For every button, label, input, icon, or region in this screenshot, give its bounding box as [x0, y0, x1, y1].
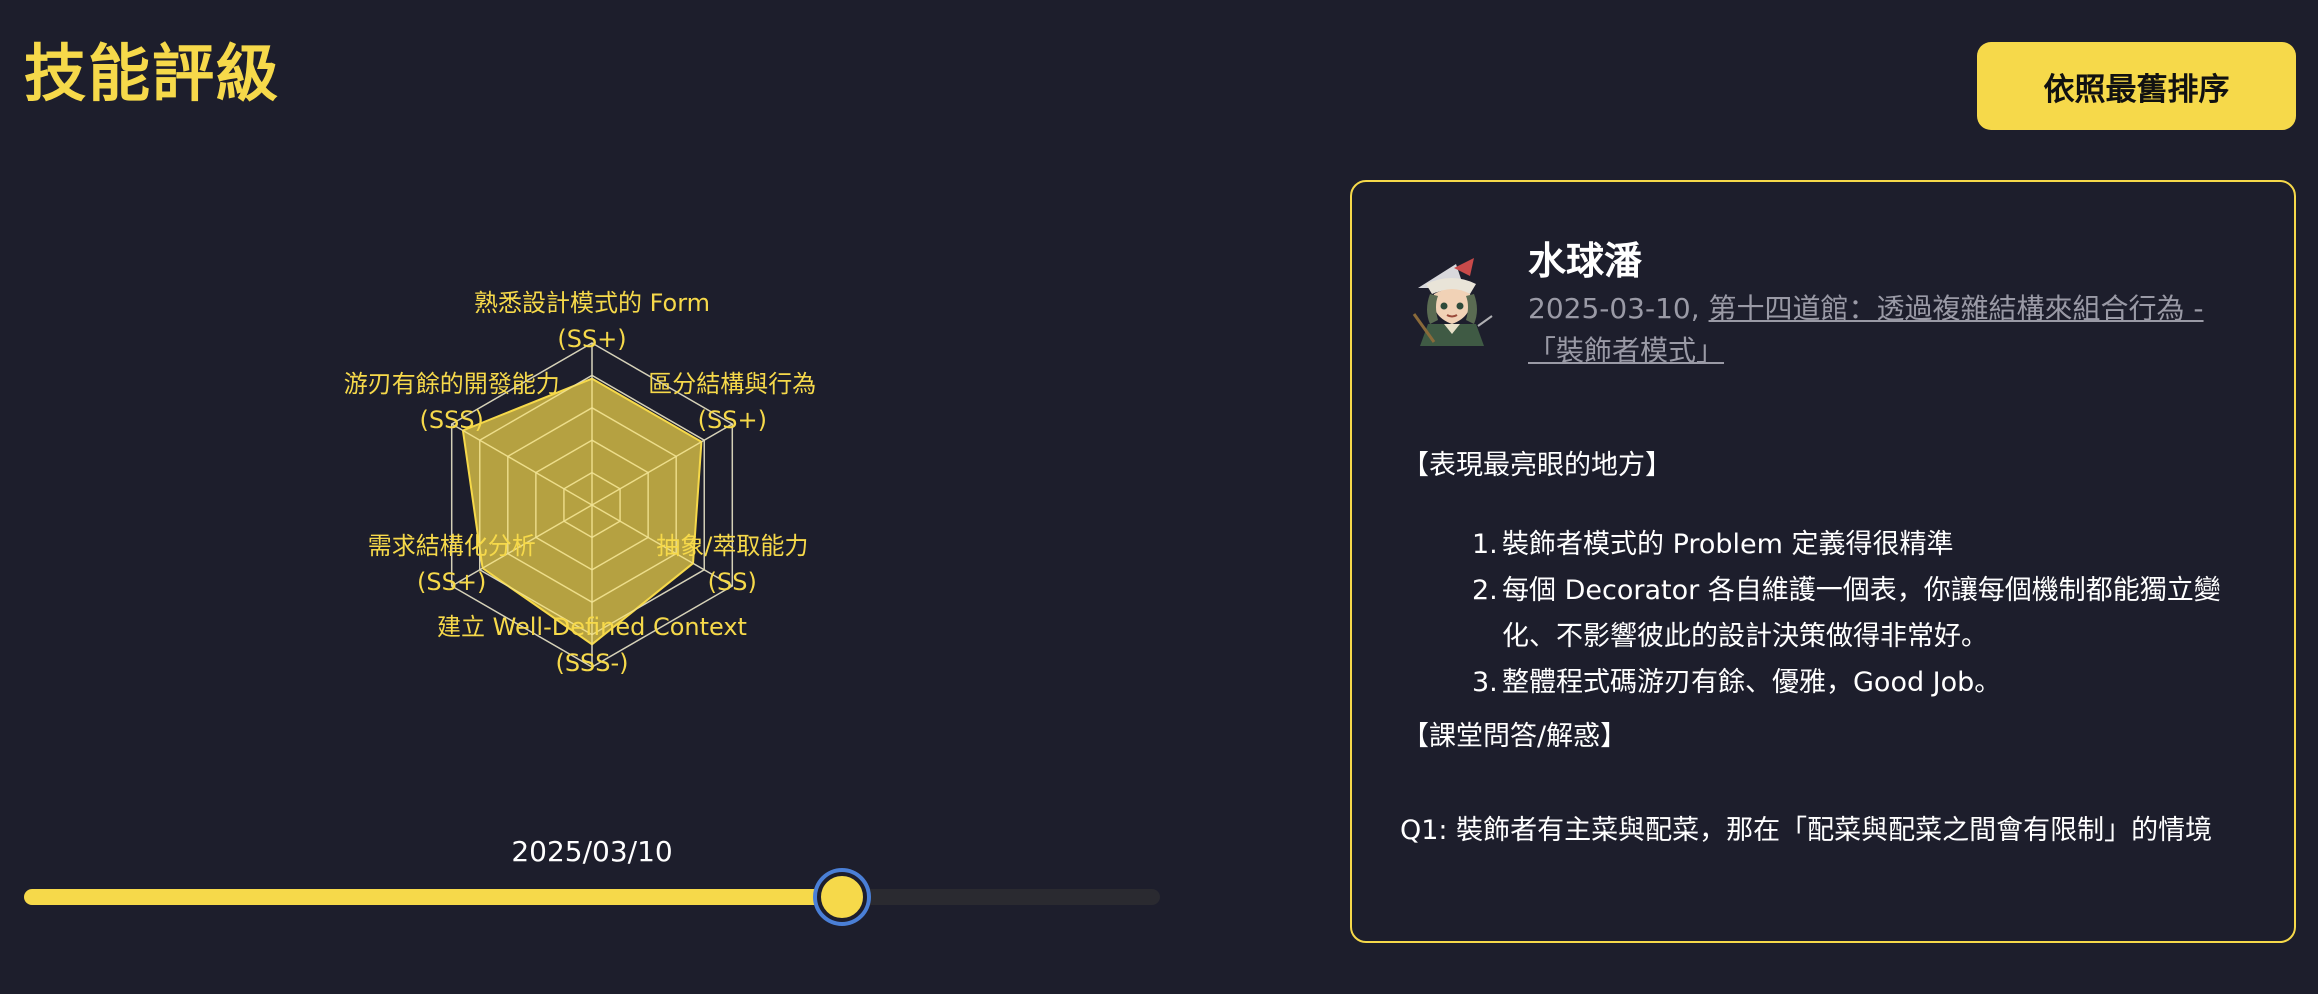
- radar-axis-name: 需求結構化分析: [367, 532, 536, 560]
- reviewer-avatar-icon: [1412, 258, 1493, 346]
- qa-heading: 【課堂問答/解惑】: [1402, 721, 1628, 752]
- list-number: 3.: [1472, 667, 1498, 698]
- radar-chart: 熟悉設計模式的 Form (SS+) 區分結構與行為 (SS+) 抽象/萃取能力 (SS)…: [262, 285, 922, 681]
- radar-axis-name: 游刃有餘的開發能力: [343, 370, 560, 398]
- radar-spoke-overlay-5: [451, 423, 593, 506]
- review-card: 水球潘 2025-03-10, 第十四道館：透過複雜結構來組合行為 - 「裝飾者…: [1350, 180, 2296, 943]
- list-number: 1.: [1472, 529, 1498, 560]
- timeline-slider-track[interactable]: [24, 889, 1160, 905]
- timeline-slider-fill: [24, 889, 842, 905]
- radar-spoke-overlay-1: [591, 423, 733, 506]
- page-title: 技能評級: [24, 37, 281, 110]
- list-item: 2. 每個 Decorator 各自維護一個表，你讓每個機制都能獨立變化、不影響…: [1472, 568, 2252, 660]
- radar-axis-name: 抽象/萃取能力: [656, 532, 809, 560]
- timeline-date-text: 2025/03/10: [511, 835, 673, 868]
- reviewer-name: 水球潘: [1528, 239, 1643, 283]
- radar-chart-svg: [450, 342, 734, 668]
- review-topic-link[interactable]: 第十四道館：透過複雜結構來組合行為 - 「裝飾者模式」: [1528, 292, 2204, 367]
- radar-axis-label: 建立 Well-Defined Context (SSS-): [402, 609, 782, 681]
- radar-axis-grade: (SS): [707, 568, 757, 596]
- radar-spoke-overlay-2: [591, 504, 733, 587]
- list-text: 裝飾者模式的 Problem 定義得很精準: [1502, 529, 1954, 560]
- radar-axis-label: 游刃有餘的開發能力 (SSS): [262, 366, 642, 438]
- radar-axis-label: 熟悉設計模式的 Form (SS+): [402, 285, 782, 357]
- highlight-heading: 【表現最亮眼的地方】: [1402, 450, 1672, 481]
- list-text: 每個 Decorator 各自維護一個表，你讓每個機制都能獨立變化、不影響彼此的…: [1502, 575, 2221, 652]
- radar-axis-grade: (SSS): [419, 406, 484, 434]
- list-item: 1. 裝飾者模式的 Problem 定義得很精準: [1472, 522, 2252, 568]
- highlight-list: 1. 裝飾者模式的 Problem 定義得很精準 2. 每個 Decorator…: [1472, 522, 2252, 706]
- radar-axis-label: 區分結構與行為 (SS+): [542, 366, 922, 438]
- qa-question: Q1: 裝飾者有主菜與配菜，那在「配菜與配菜之間會有限制」的情境: [1400, 815, 2213, 846]
- timeline-slider-thumb[interactable]: [816, 872, 867, 922]
- radar-axis-grade: (SSS-): [555, 649, 629, 677]
- radar-axis-name: 熟悉設計模式的 Form: [473, 289, 711, 317]
- list-text: 整體程式碼游刃有餘、優雅，Good Job。: [1502, 667, 2002, 698]
- radar-axis-name: 建立 Well-Defined Context: [437, 613, 747, 641]
- review-date: 2025-03-10,: [1528, 292, 1700, 325]
- radar-axis-label: 需求結構化分析 (SS+): [262, 528, 642, 600]
- radar-axis-label: 抽象/萃取能力 (SS): [542, 528, 922, 600]
- list-item: 3. 整體程式碼游刃有餘、優雅，Good Job。: [1472, 660, 2252, 706]
- sort-oldest-button[interactable]: 依照最舊排序: [1977, 42, 2296, 130]
- radar-axis-grade: (SS+): [417, 568, 487, 596]
- radar-axis-grade: (SS+): [697, 406, 767, 434]
- list-number: 2.: [1472, 575, 1498, 606]
- review-meta: 2025-03-10, 第十四道館：透過複雜結構來組合行為 - 「裝飾者模式」: [1528, 288, 2248, 372]
- radar-axis-grade: (SS+): [557, 325, 627, 353]
- radar-spoke-overlay-4: [451, 504, 593, 587]
- radar-axis-name: 區分結構與行為: [648, 370, 817, 398]
